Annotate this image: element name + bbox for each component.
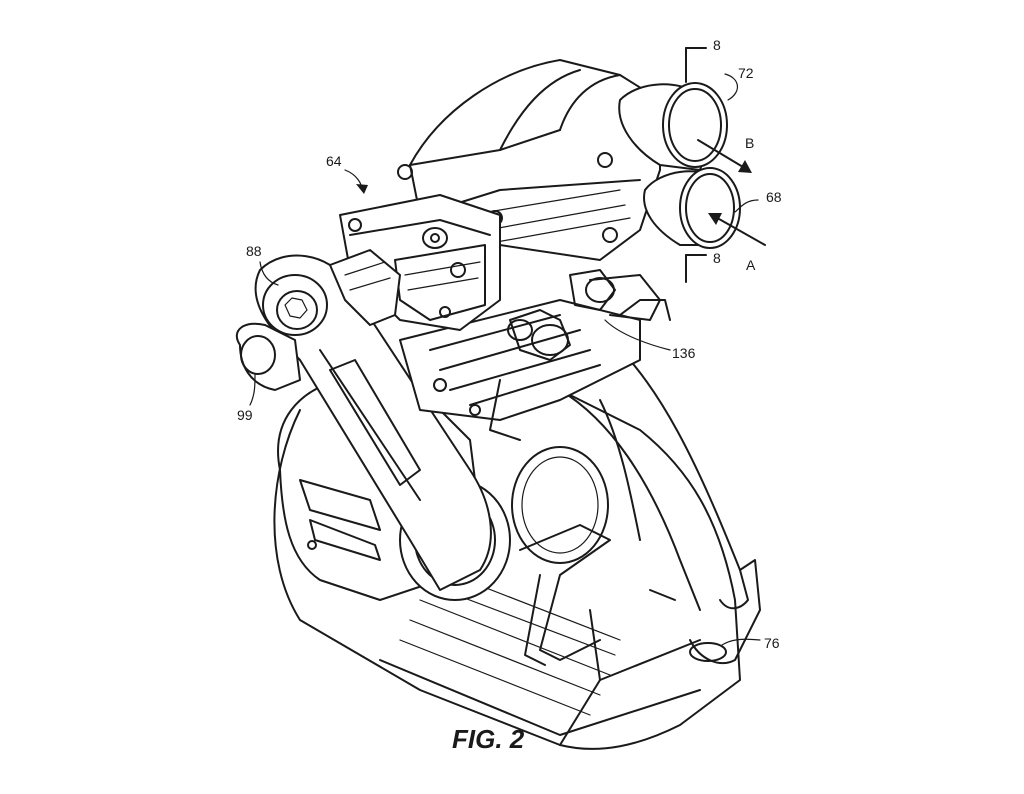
ref-72: 72 <box>738 65 754 81</box>
figure-caption: FIG. 2 <box>452 724 525 754</box>
section-line <box>685 47 707 283</box>
ref-136: 136 <box>672 345 696 361</box>
pivot-boss <box>235 322 301 391</box>
arrow-a <box>708 213 766 246</box>
leader-lines <box>249 73 761 646</box>
ref-a: A <box>746 257 756 273</box>
ref-99: 99 <box>237 407 253 423</box>
crankcase-housing <box>273 389 741 750</box>
arrow-b <box>697 139 752 173</box>
mount-bracket <box>519 524 611 666</box>
outlet-ring-upper <box>618 82 728 171</box>
ref-68: 68 <box>766 189 782 205</box>
ref-76: 76 <box>764 635 780 651</box>
ref-b: B <box>745 135 754 151</box>
center-port <box>511 446 609 564</box>
ref-88: 88 <box>246 243 262 259</box>
intake-snout <box>329 249 401 326</box>
fuel-fitting <box>509 269 661 361</box>
ref-section-top: 8 <box>713 37 721 53</box>
ref-64: 64 <box>326 153 342 169</box>
swing-arm-link <box>254 254 492 591</box>
outlet-ring-lower <box>643 167 741 249</box>
ref-section-bottom: 8 <box>713 250 721 266</box>
